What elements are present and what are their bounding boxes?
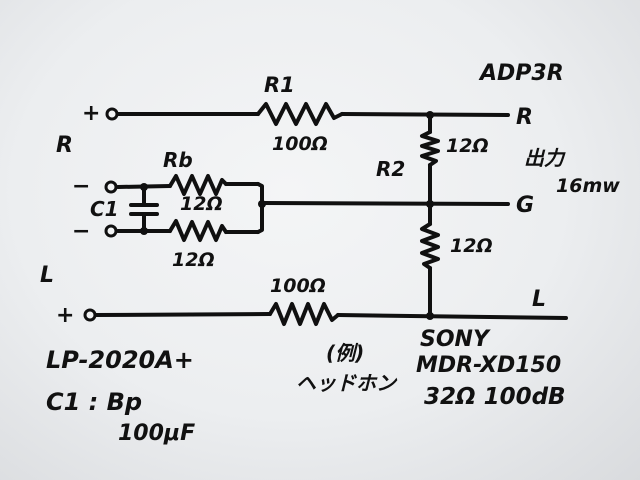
r1-label: R1 xyxy=(264,73,295,97)
l-plus-sign: + xyxy=(56,303,74,328)
example-label: (例) xyxy=(326,341,364,365)
terminal-minus-bottom xyxy=(104,224,118,238)
output-l-label: L xyxy=(532,287,546,312)
junction-r-node xyxy=(426,111,434,119)
minus-top-sign: − xyxy=(72,174,90,199)
rb-top-value-label: 12Ω xyxy=(180,193,223,215)
input-r-label: R xyxy=(56,133,73,158)
wire-g-line xyxy=(262,201,510,206)
r2-label: R2 xyxy=(376,157,405,181)
resistor-rl xyxy=(268,302,340,326)
r1-value-label: 100Ω xyxy=(272,133,328,155)
c1-spec-label: C1 : Bp xyxy=(46,388,142,416)
wire-l-plus-to-rl xyxy=(94,312,272,317)
junction-l-node xyxy=(426,312,434,320)
hp-brand-label: SONY xyxy=(420,327,491,352)
r2-value-label: 12Ω xyxy=(446,135,489,157)
terminal-r-plus xyxy=(105,107,119,121)
terminal-minus-top xyxy=(104,180,118,194)
resistor-r1 xyxy=(256,102,344,126)
r-plus-sign: + xyxy=(82,101,100,126)
minus-bottom-sign: − xyxy=(72,219,90,244)
output-power-label: 16mw xyxy=(556,175,620,197)
hp-spec-label: 32Ω 100dB xyxy=(424,384,566,410)
resistor-rg xyxy=(420,222,440,270)
wire-r1-to-r-out xyxy=(340,112,510,117)
wire-rl-to-l-out xyxy=(336,313,568,320)
rb-bottom-value-label: 12Ω xyxy=(172,249,215,271)
rl-value-label: 100Ω xyxy=(270,275,326,297)
junction-g-node xyxy=(426,200,434,208)
rb-label: Rb xyxy=(163,148,193,172)
resistor-r2 xyxy=(420,130,440,167)
output-g-label: G xyxy=(516,193,534,218)
c1-label: C1 xyxy=(90,197,119,221)
wire-rb-join xyxy=(256,182,264,234)
rg-value-label: 12Ω xyxy=(450,235,493,257)
junction-c1-top xyxy=(140,183,148,191)
output-r-label: R xyxy=(516,105,533,130)
output-label: 出力 xyxy=(524,146,566,170)
resistor-rb-top xyxy=(168,174,228,196)
headphone-label: ヘッドホン xyxy=(296,371,398,395)
junction-rb xyxy=(258,200,266,208)
junction-c1-bottom xyxy=(140,227,148,235)
input-l-label: L xyxy=(40,263,54,288)
hp-model-label: MDR-XD150 xyxy=(416,353,561,378)
resistor-rb-bottom xyxy=(168,219,228,242)
source-label: LP-2020A+ xyxy=(46,346,194,374)
model-label: ADP3R xyxy=(478,61,564,86)
c1-value-label: 100μF xyxy=(118,421,195,446)
terminal-l-plus xyxy=(83,308,97,322)
